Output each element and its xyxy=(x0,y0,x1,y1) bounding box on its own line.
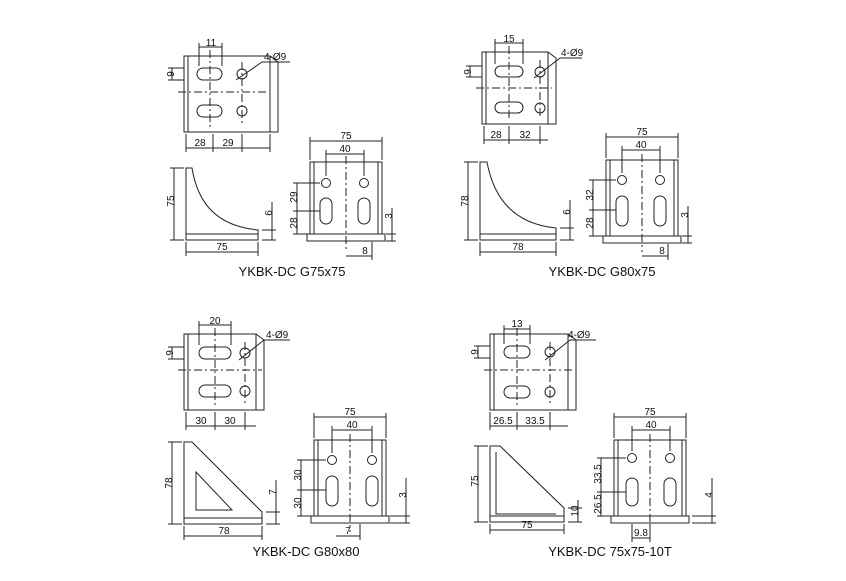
dim-pitch-b: 29 xyxy=(222,138,234,149)
dim-slot: 11 xyxy=(206,38,217,49)
dim-height: 78 xyxy=(164,477,175,489)
dim-width: 78 xyxy=(512,242,524,253)
dim-front-width: 75 xyxy=(636,127,648,138)
dim-front-upper: 33.5 xyxy=(593,464,604,484)
panel-g75x75: 11 9 28 29 4-Ø9 75 75 6 xyxy=(166,38,396,279)
panel-75x75-10t: 13 9 26.5 33.5 4-Ø9 75 75 10 xyxy=(470,319,716,559)
dim-thickness: 10 xyxy=(570,505,581,517)
dim-front-width: 75 xyxy=(344,407,356,418)
dim-width: 75 xyxy=(216,242,228,253)
dim-side: 9 xyxy=(165,350,176,356)
dim-pitch-b: 32 xyxy=(519,130,531,141)
caption: YKBK-DC G80x75 xyxy=(549,264,656,279)
hole-note: 4-Ø9 xyxy=(568,330,591,341)
dim-side: 9 xyxy=(470,349,481,355)
dim-front-lower: 26.5 xyxy=(593,494,604,514)
dim-front-inner: 40 xyxy=(346,420,358,431)
side-view xyxy=(170,167,276,256)
front-view xyxy=(293,137,396,260)
dim-foot: 3 xyxy=(398,492,409,498)
dim-offset: 8 xyxy=(659,246,665,257)
dim-front-upper: 32 xyxy=(585,189,596,201)
dim-front-inner: 40 xyxy=(645,420,657,431)
dim-pitch-b: 30 xyxy=(224,416,236,427)
dim-slot: 15 xyxy=(503,34,515,45)
front-view xyxy=(297,413,410,540)
dim-front-lower: 28 xyxy=(289,217,300,229)
caption: YKBK-DC G75x75 xyxy=(239,264,346,279)
caption: YKBK-DC G80x80 xyxy=(253,544,360,559)
dim-pitch-a: 28 xyxy=(194,138,206,149)
dim-pitch-b: 33.5 xyxy=(525,416,545,427)
top-view xyxy=(466,39,582,144)
dim-offset: 9.8 xyxy=(634,528,648,539)
dim-width: 75 xyxy=(521,520,533,531)
top-view xyxy=(474,325,596,430)
side-view xyxy=(464,161,574,256)
hole-note: 4-Ø9 xyxy=(266,330,289,341)
dim-pitch-a: 30 xyxy=(195,416,207,427)
front-view xyxy=(597,413,716,542)
dim-offset: 8 xyxy=(362,246,368,257)
dim-front-upper: 30 xyxy=(293,469,304,481)
dim-width: 78 xyxy=(218,526,230,537)
dim-lip: 7 xyxy=(268,489,279,495)
hole-note: 4-Ø9 xyxy=(264,52,287,63)
top-view xyxy=(168,43,290,152)
dim-pitch-a: 26.5 xyxy=(493,416,513,427)
dim-front-width: 75 xyxy=(340,131,352,142)
dim-front-inner: 40 xyxy=(339,144,351,155)
panel-g80x80: 20 9 30 30 4-Ø9 78 78 7 75 xyxy=(164,316,410,559)
dim-height: 78 xyxy=(460,195,471,207)
dim-side: 9 xyxy=(463,69,474,75)
dim-front-lower: 28 xyxy=(585,217,596,229)
dim-height: 75 xyxy=(166,195,177,207)
dim-foot: 3 xyxy=(680,212,691,218)
dim-slot: 13 xyxy=(511,319,523,330)
dim-slot: 20 xyxy=(209,316,221,327)
front-view xyxy=(589,133,692,260)
dim-offset: 7 xyxy=(345,526,351,537)
panel-g80x75: 15 9 28 32 4-Ø9 78 78 6 75 40 xyxy=(460,34,692,279)
top-view xyxy=(168,321,290,430)
dim-foot: 4 xyxy=(704,492,715,498)
dim-lip: 6 xyxy=(562,209,573,215)
dim-front-lower: 30 xyxy=(293,497,304,509)
dim-foot: 3 xyxy=(384,213,395,219)
caption: YKBK-DC 75x75-10T xyxy=(548,544,672,559)
side-view xyxy=(168,441,280,540)
dim-side: 9 xyxy=(166,71,177,77)
hole-note: 4-Ø9 xyxy=(561,48,584,59)
dim-height: 75 xyxy=(470,475,481,487)
dim-front-inner: 40 xyxy=(635,140,647,151)
side-view xyxy=(474,445,582,534)
dim-lip: 6 xyxy=(264,210,275,216)
dim-front-upper: 29 xyxy=(289,191,300,203)
dim-pitch-a: 28 xyxy=(490,130,502,141)
dim-front-width: 75 xyxy=(644,407,656,418)
